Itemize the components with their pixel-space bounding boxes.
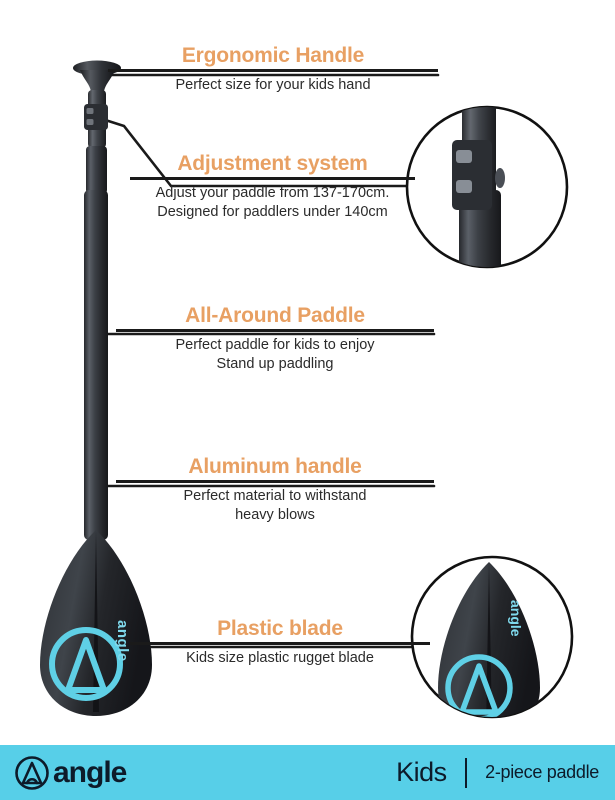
paddle-blade: angle	[40, 530, 152, 716]
callout-title: Adjustment system	[177, 152, 368, 175]
callout-ergonomic-handle: Ergonomic Handle Perfect size for your k…	[108, 44, 438, 95]
callout-plastic-blade: Plastic blade Kids size plastic rugget b…	[130, 617, 430, 668]
paddle-main-shaft	[84, 190, 108, 540]
callout-body: Perfect size for your kids hand	[175, 76, 371, 93]
callout-rule	[108, 69, 438, 72]
callout-title: Ergonomic Handle	[181, 44, 365, 67]
callout-rule	[116, 329, 434, 332]
leader-lines	[93, 73, 440, 649]
footer-brand-bar: angle Kids 2-piece paddle	[0, 745, 615, 800]
angle-logo-icon	[15, 755, 49, 790]
callout-title: All-Around Paddle	[185, 304, 365, 327]
blade-logo-mark	[49, 627, 123, 701]
callout-all-around-paddle: All-Around Paddle Perfect paddle for kid…	[116, 304, 434, 374]
callout-title: Plastic blade	[217, 617, 343, 640]
blade-brand-text: angle	[114, 620, 131, 662]
footer-divider	[464, 757, 468, 788]
callout-body: Adjust your paddle from 137-170cm. Desig…	[155, 184, 390, 220]
callout-body: Perfect material to withstand heavy blow…	[183, 487, 367, 523]
footer-category: Kids	[396, 757, 447, 787]
callout-body: Kids size plastic rugget blade	[186, 649, 374, 666]
brand-logo: angle	[14, 755, 127, 791]
brand-wordmark: angle	[53, 755, 127, 789]
callout-rule	[116, 480, 434, 483]
adjustment-clamp	[84, 104, 108, 130]
footer-product-info: Kids 2-piece paddle	[396, 757, 599, 788]
paddle-product: angle	[40, 60, 152, 716]
inset-adjustment-closeup	[405, 105, 569, 269]
callout-adjustment-system: Adjustment system Adjust your paddle fro…	[130, 152, 415, 222]
inset-blade-closeup: angle	[410, 555, 574, 719]
callout-aluminum-handle: Aluminum handle Perfect material to with…	[116, 455, 434, 525]
callout-rule	[130, 177, 415, 180]
callout-title: Aluminum handle	[188, 455, 362, 478]
callout-rule	[130, 642, 430, 645]
callout-body: Perfect paddle for kids to enjoy Stand u…	[175, 336, 375, 372]
footer-variant: 2-piece paddle	[485, 762, 599, 782]
inset-blade-brand-text: angle	[508, 600, 524, 637]
